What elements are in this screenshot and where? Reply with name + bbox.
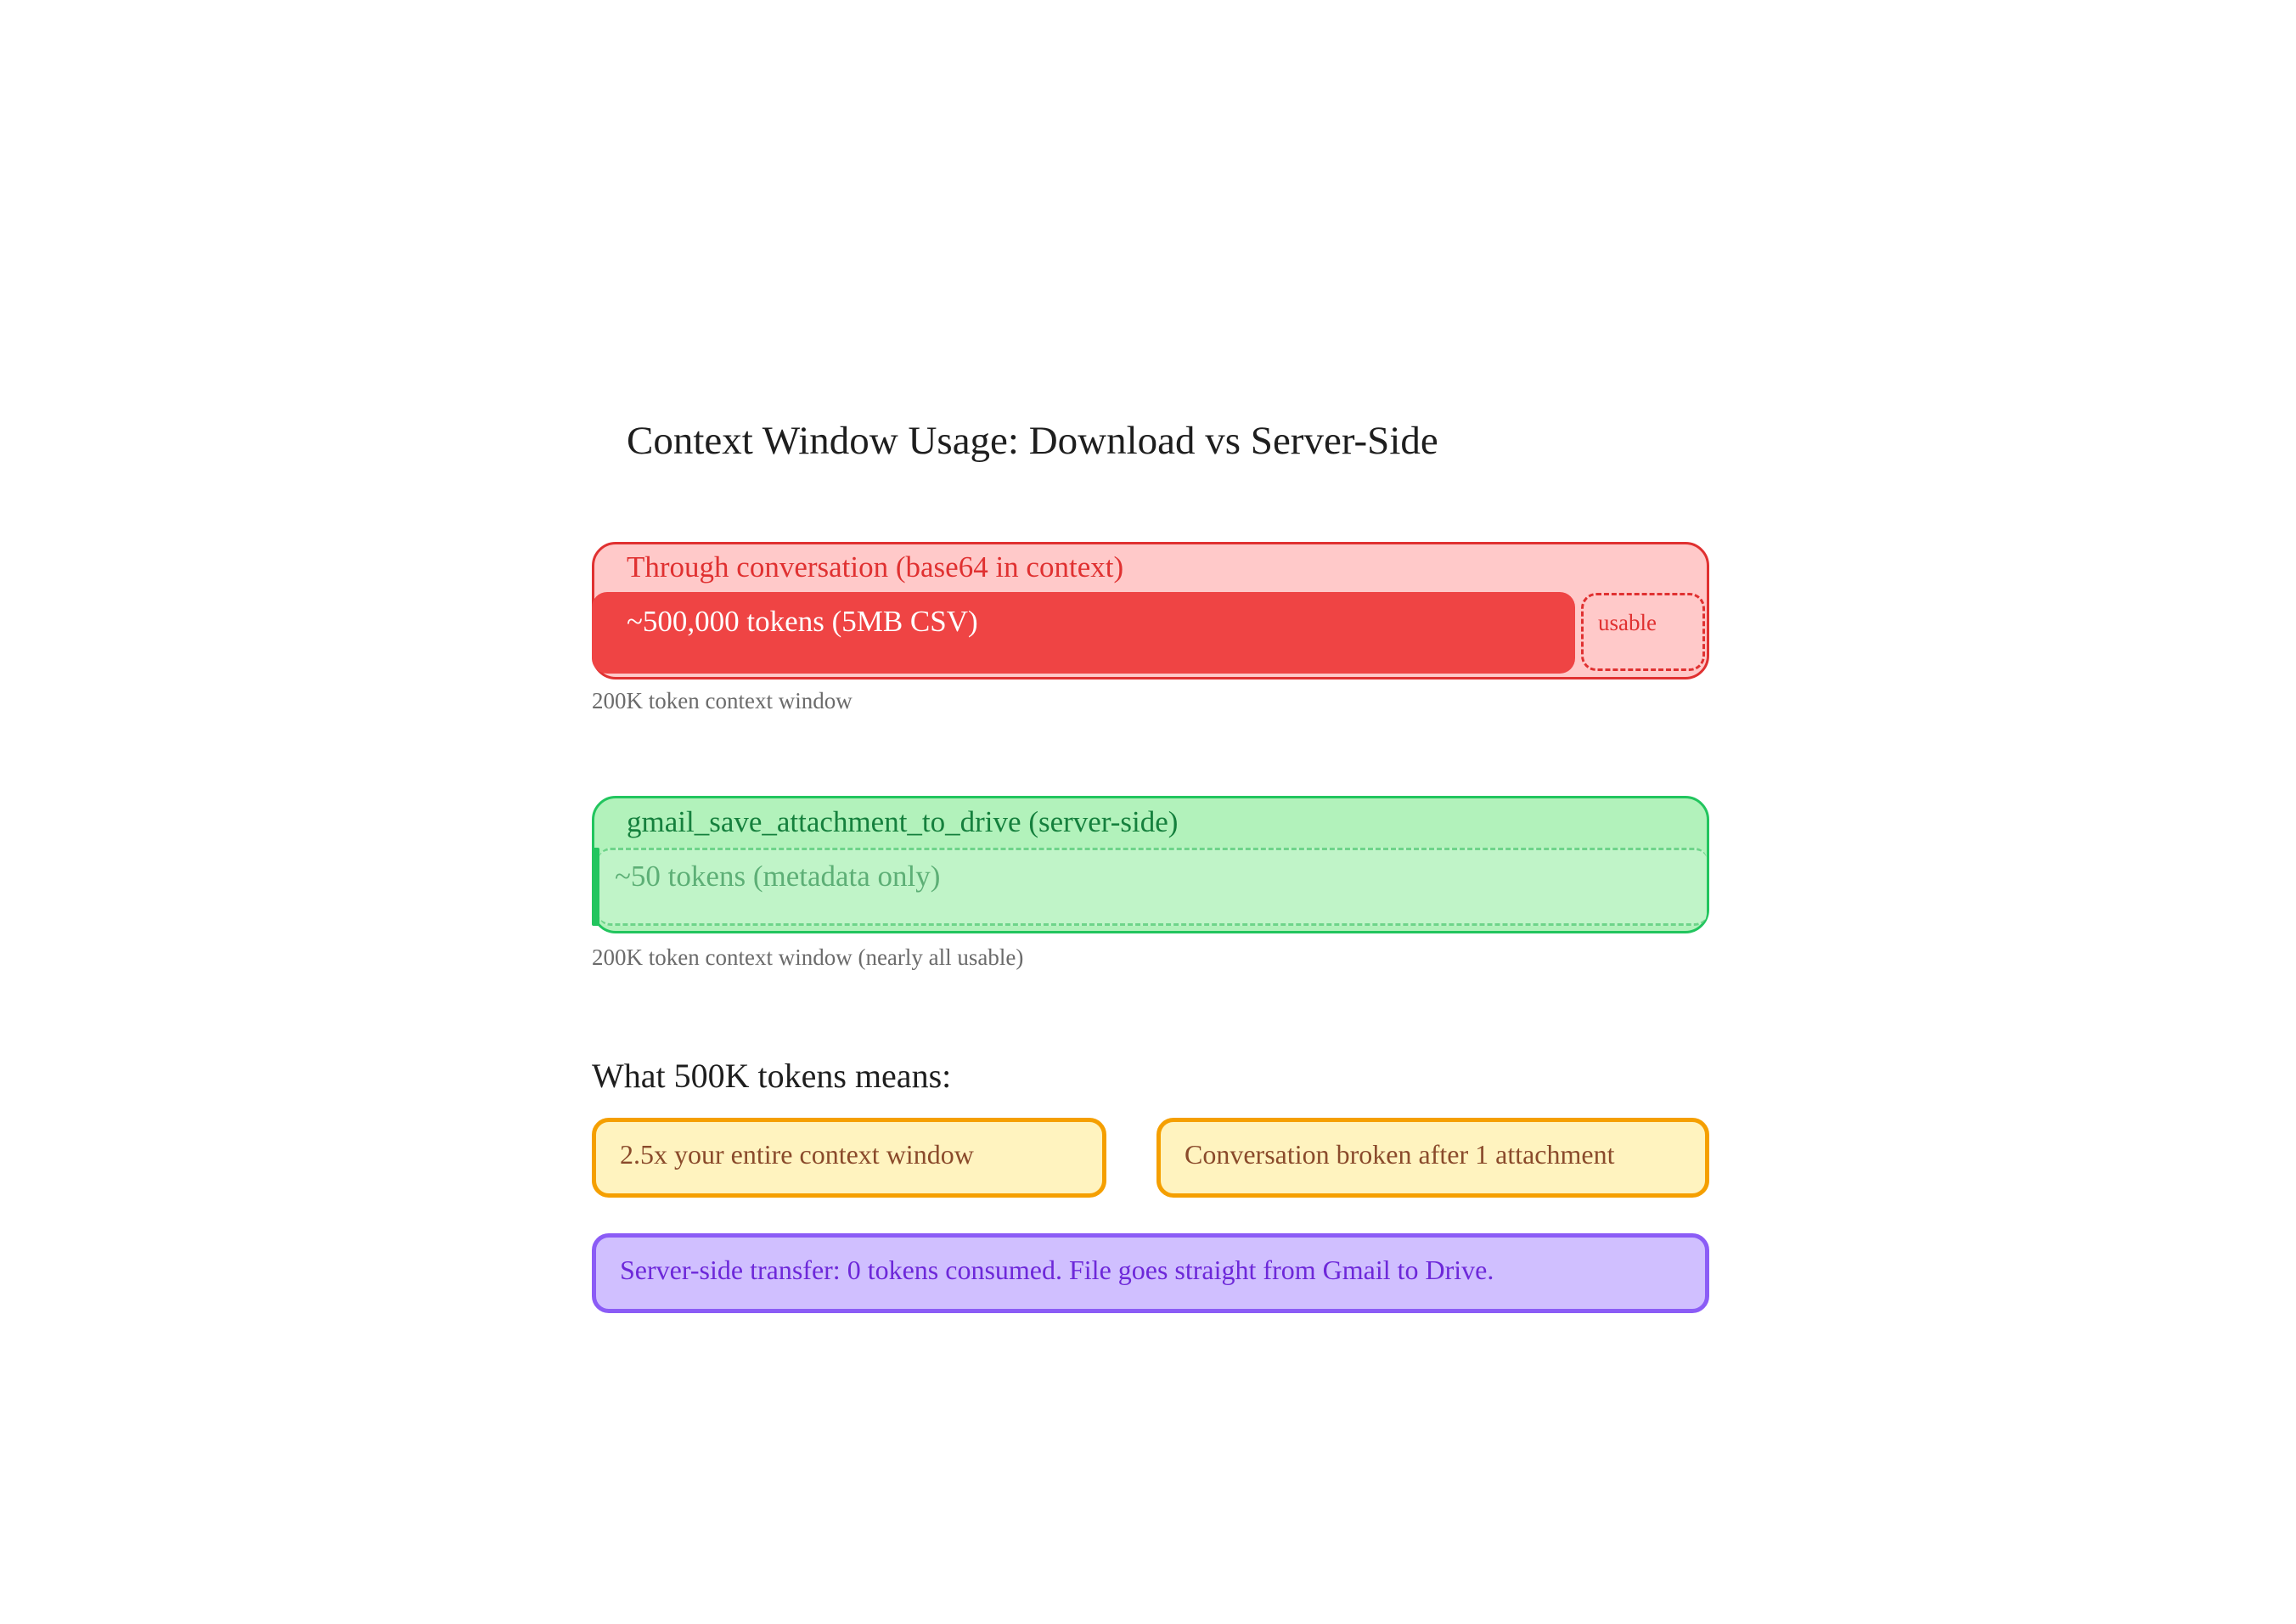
token-usage-bar-minimal: [592, 848, 599, 926]
note-text: Conversation broken after 1 attachment: [1185, 1139, 1615, 1170]
conversation-panel-label: Through conversation (base64 in context): [627, 550, 1124, 584]
note-server-side-summary: Server-side transfer: 0 tokens consumed.…: [592, 1233, 1709, 1313]
server-panel-label: gmail_save_attachment_to_drive (server-s…: [627, 805, 1179, 838]
conversation-caption: 200K token context window: [592, 688, 853, 713]
usable-label: usable: [1598, 610, 1657, 635]
token-usage-bar-text: ~500,000 tokens (5MB CSV): [627, 605, 978, 638]
note-context-multiple: 2.5x your entire context window: [592, 1118, 1106, 1198]
server-caption: 200K token context window (nearly all us…: [592, 945, 1024, 970]
usable-space-region: [1581, 593, 1705, 671]
usable-space-region-server: [599, 848, 1707, 926]
server-token-text: ~50 tokens (metadata only): [615, 860, 941, 893]
implications-heading: What 500K tokens means:: [592, 1057, 952, 1095]
diagram-title: Context Window Usage: Download vs Server…: [627, 419, 1438, 463]
note-conversation-broken: Conversation broken after 1 attachment: [1156, 1118, 1709, 1198]
summary-text: Server-side transfer: 0 tokens consumed.…: [620, 1255, 1494, 1285]
token-usage-bar-overflow: [592, 592, 1575, 674]
note-text: 2.5x your entire context window: [620, 1139, 974, 1170]
